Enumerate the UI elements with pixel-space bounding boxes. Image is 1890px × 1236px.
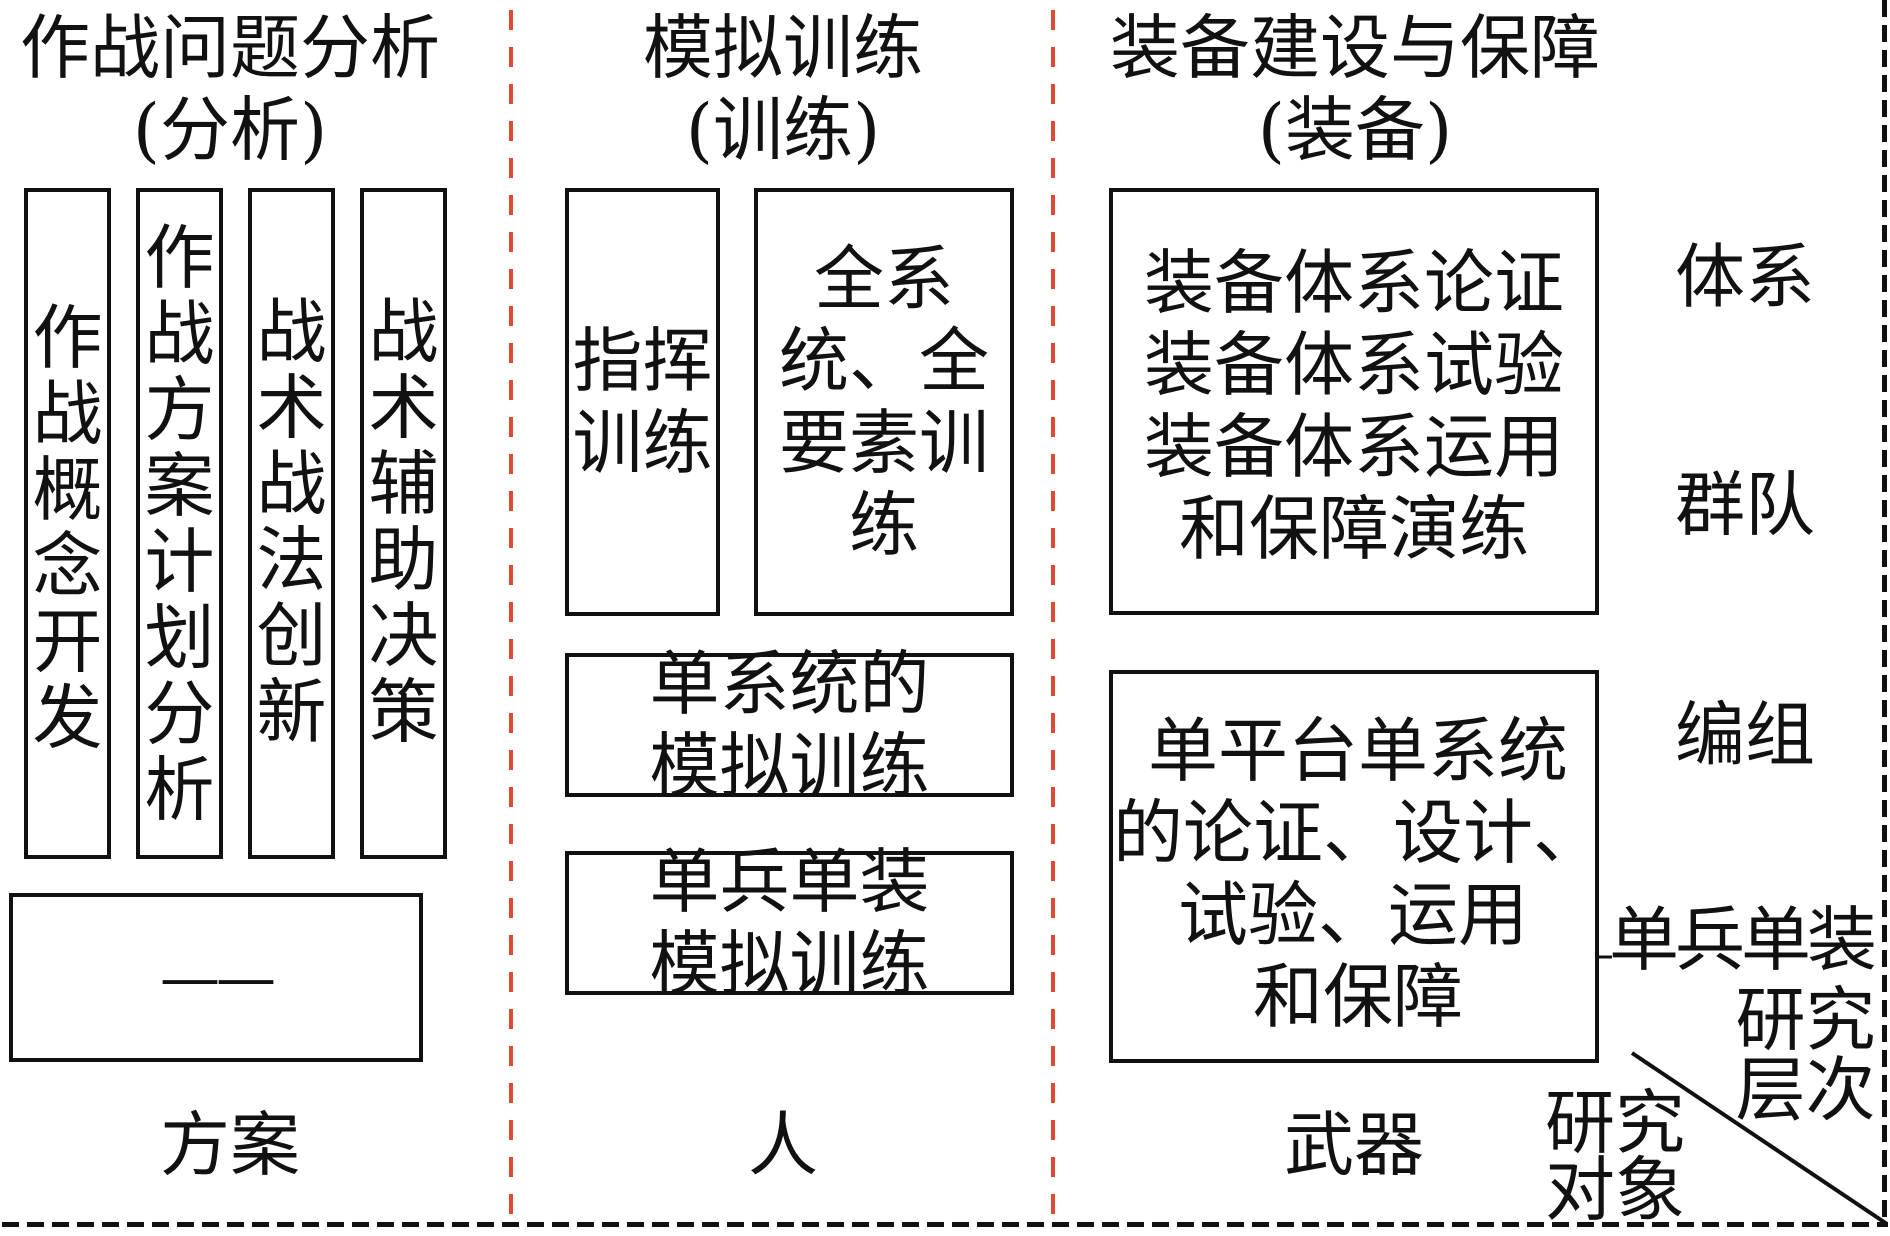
box-label: 战术战法创新 xyxy=(256,290,327,753)
box-label: 全系统、全要素训练 xyxy=(779,238,989,566)
box-full-system-training: 全系统、全要素训练 xyxy=(754,188,1014,616)
column-training: 模拟训练 (训练) 指挥训练 全系统、全要素训练 单系统的模拟训练 单兵单装模拟… xyxy=(513,0,1053,1220)
column-title: 装备建设与保障 xyxy=(1110,7,1600,89)
box-line: 试验、运用 xyxy=(1178,874,1528,956)
object-label-person: 人 xyxy=(748,1104,818,1186)
axis-label-research-object-line2: 对象 xyxy=(1545,1149,1685,1231)
box-label: 战术辅助决策 xyxy=(368,290,439,753)
level-label-system: 体系 xyxy=(1675,236,1815,318)
box-system-of-systems: 装备体系论证 装备体系试验 装备体系运用 和保障演练 xyxy=(1109,188,1599,615)
box-label: 单系统的模拟训练 xyxy=(649,643,930,807)
box-line: 和保障演练 xyxy=(1179,488,1529,570)
axis-label-research-level-line2: 层次 xyxy=(1735,1049,1876,1131)
box-plan-analysis: 作战方案计划分析 xyxy=(136,188,223,859)
box-tactics-innovation: 战术战法创新 xyxy=(248,188,335,859)
column-title: 模拟训练 xyxy=(643,7,923,89)
box-line: 单平台单系统 xyxy=(1148,710,1568,792)
box-single-soldier-training: 单兵单装模拟训练 xyxy=(565,841,1014,1005)
column-title: 作战问题分析 xyxy=(20,7,440,89)
box-label: 作战概念开发 xyxy=(32,296,103,759)
bottom-dashed-border xyxy=(2,1222,1888,1227)
column-divider-2 xyxy=(1051,10,1055,1220)
box-label: 指挥训练 xyxy=(572,320,713,484)
column-equipment: 装备建设与保障 (装备) 装备体系论证 装备体系试验 装备体系运用 和保障演练 … xyxy=(1055,0,1655,1220)
box-line: 装备体系论证 xyxy=(1144,242,1564,324)
box-label: 单兵单装模拟训练 xyxy=(649,841,930,1005)
object-label-plan: 方案 xyxy=(160,1104,300,1186)
dash-placeholder: —— xyxy=(160,942,276,1013)
box-line: 的论证、设计、 xyxy=(1113,792,1603,874)
object-label-weapon: 武器 xyxy=(1284,1104,1424,1186)
column-divider-1 xyxy=(509,10,513,1220)
box-label: 作战方案计划分析 xyxy=(144,216,215,831)
level-label-single-soldier: 单兵单装 xyxy=(1609,899,1877,981)
box-line: 和保障 xyxy=(1253,956,1463,1038)
right-dashed-border xyxy=(1882,0,1887,1227)
column-analysis: 作战问题分析 (分析) 作战概念开发 作战方案计划分析 战术战法创新 战术辅助决… xyxy=(0,0,460,1220)
axis-label-research-level-line1: 研究 xyxy=(1735,979,1876,1061)
box-single-system-training: 单系统的模拟训练 xyxy=(565,643,1014,807)
box-concept-development: 作战概念开发 xyxy=(24,188,111,859)
column-subtitle: (装备) xyxy=(1257,89,1453,171)
box-single-platform: 单平台单系统 的论证、设计、 试验、运用 和保障 xyxy=(1109,670,1603,1063)
box-line: 装备体系试验 xyxy=(1144,324,1564,406)
box-decision-support: 战术辅助决策 xyxy=(360,188,447,859)
box-command-training: 指挥训练 xyxy=(565,188,720,616)
axis-label-research-object-line1: 研究 xyxy=(1545,1082,1685,1164)
column-subtitle: (分析) xyxy=(132,89,328,171)
box-line: 装备体系运用 xyxy=(1144,406,1564,488)
box-empty-placeholder: —— xyxy=(9,893,423,1062)
column-subtitle: (训练) xyxy=(685,89,881,171)
level-label-group: 群队 xyxy=(1675,464,1815,546)
axis-diagonal-line xyxy=(1630,1051,1889,1226)
level-label-formation: 编组 xyxy=(1675,694,1815,776)
